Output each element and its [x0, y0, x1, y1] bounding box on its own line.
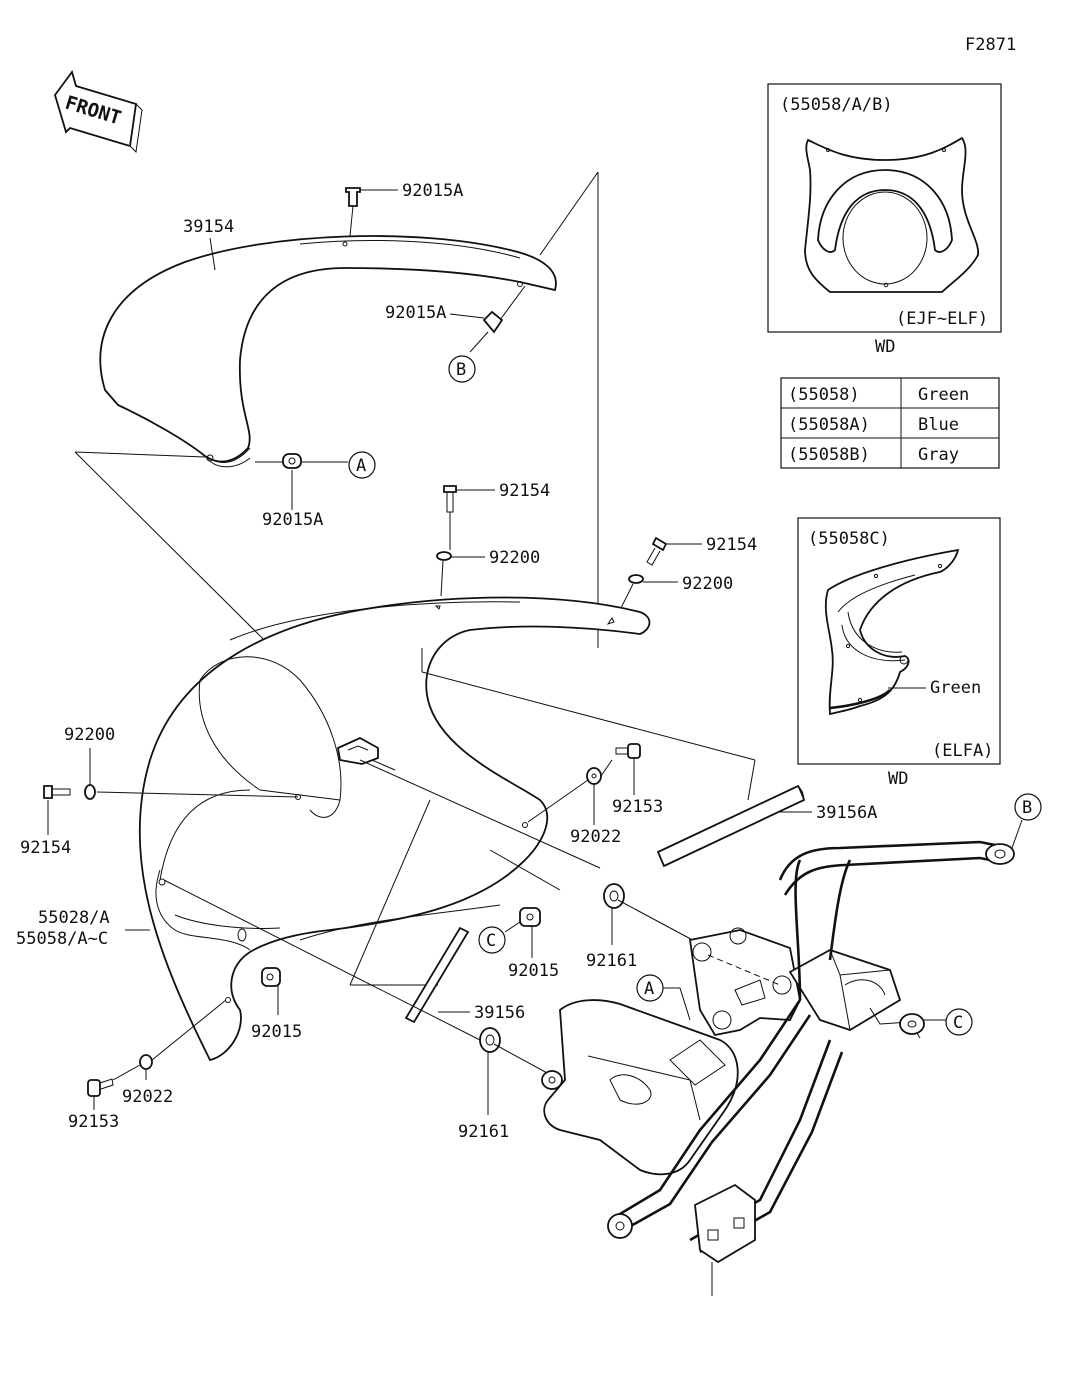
- nut-92015-lower: [261, 967, 281, 987]
- inset-bottom: (55058C) Green (ELFA): [797, 517, 1001, 765]
- label-92015-lower: 92015: [251, 1022, 302, 1042]
- label-92015A-bottom: 92015A: [262, 510, 323, 530]
- callout-A-mid: A: [636, 974, 664, 1002]
- label-92153-right: 92153: [612, 797, 663, 817]
- headlight-stay-bracket: B C: [541, 793, 1042, 1264]
- color-table-code-1: (55058A): [788, 415, 870, 435]
- inset-bottom-caption: WD: [888, 769, 908, 789]
- svg-text:A: A: [644, 979, 654, 999]
- nut-92015A-bottom: [282, 453, 302, 469]
- callout-C-right: C: [945, 1008, 973, 1036]
- label-39156A: 39156A: [816, 803, 877, 823]
- grommet-92161-lower: [479, 1027, 501, 1053]
- screw-92154-right: [646, 536, 668, 566]
- svg-text:B: B: [1022, 798, 1032, 818]
- inset-bottom-title: (55058C): [808, 529, 890, 549]
- color-table-code-2: (55058B): [788, 445, 870, 465]
- nut-92015-upper: [519, 907, 541, 927]
- label-92154-right: 92154: [706, 535, 757, 555]
- windshield: [99, 235, 557, 468]
- upper-cowl: [138, 596, 651, 1062]
- nut-92015A-mid: [482, 310, 504, 334]
- label-92161-lower: 92161: [458, 1122, 509, 1142]
- washer-92022-left: [139, 1054, 153, 1070]
- inset-top: (55058/A/B) (EJF~ELF): [767, 83, 1002, 333]
- label-55028: 55028/A: [38, 908, 110, 928]
- grommet-92161-upper: [603, 883, 625, 909]
- color-table-color-1: Blue: [918, 415, 959, 435]
- label-55058: 55058/A~C: [16, 929, 108, 949]
- color-table: (55058) Green (55058A) Blue (55058B) Gra…: [780, 377, 1000, 469]
- label-92022-left: 92022: [122, 1087, 173, 1107]
- label-92022-right: 92022: [570, 827, 621, 847]
- inset-bottom-color-label: Green: [930, 678, 981, 698]
- svg-text:B: B: [456, 360, 466, 380]
- strip-39156: [404, 926, 470, 1024]
- nut-92015A-top: [345, 187, 361, 207]
- label-39156: 39156: [474, 1003, 525, 1023]
- washer-92200-right: [628, 574, 644, 584]
- label-92161-upper: 92161: [586, 951, 637, 971]
- inset-top-note: (EJF~ELF): [896, 309, 988, 329]
- washer-92200-left: [84, 784, 96, 800]
- callout-C-mid: C: [478, 926, 506, 954]
- label-92154-left: 92154: [20, 838, 71, 858]
- bolt-92153-right: [615, 743, 641, 759]
- label-92154-top: 92154: [499, 481, 550, 501]
- label-92200-right: 92200: [682, 574, 733, 594]
- inset-bottom-note: (ELFA): [932, 741, 993, 761]
- label-92015A-mid: 92015A: [385, 303, 446, 323]
- svg-text:A: A: [356, 456, 366, 476]
- callout-A-top: A: [348, 451, 376, 479]
- washer-92022-right: [586, 767, 602, 785]
- svg-text:C: C: [953, 1013, 963, 1033]
- label-92153-left: 92153: [68, 1112, 119, 1132]
- callout-B-right: B: [1014, 793, 1042, 821]
- label-92015A-top: 92015A: [402, 181, 463, 201]
- label-92200-left: 92200: [64, 725, 115, 745]
- washer-92200-top: [436, 551, 452, 561]
- bolt-92153-left: [87, 1078, 114, 1097]
- label-92200-top: 92200: [489, 548, 540, 568]
- color-table-color-2: Gray: [918, 445, 959, 465]
- color-table-code-0: (55058): [788, 385, 860, 405]
- svg-text:C: C: [486, 931, 496, 951]
- figure-id: F2871: [965, 35, 1016, 55]
- color-table-color-0: Green: [918, 385, 969, 405]
- front-arrow-icon: FRONT: [54, 69, 143, 154]
- inset-top-title: (55058/A/B): [780, 95, 893, 115]
- label-39154: 39154: [183, 217, 234, 237]
- strip-39156A: [656, 784, 806, 868]
- label-92015-upper: 92015: [508, 961, 559, 981]
- callout-B-top: B: [448, 355, 476, 383]
- inset-top-caption: WD: [875, 337, 895, 357]
- screw-92154-top: [443, 485, 457, 513]
- screw-92154-left: [43, 785, 71, 799]
